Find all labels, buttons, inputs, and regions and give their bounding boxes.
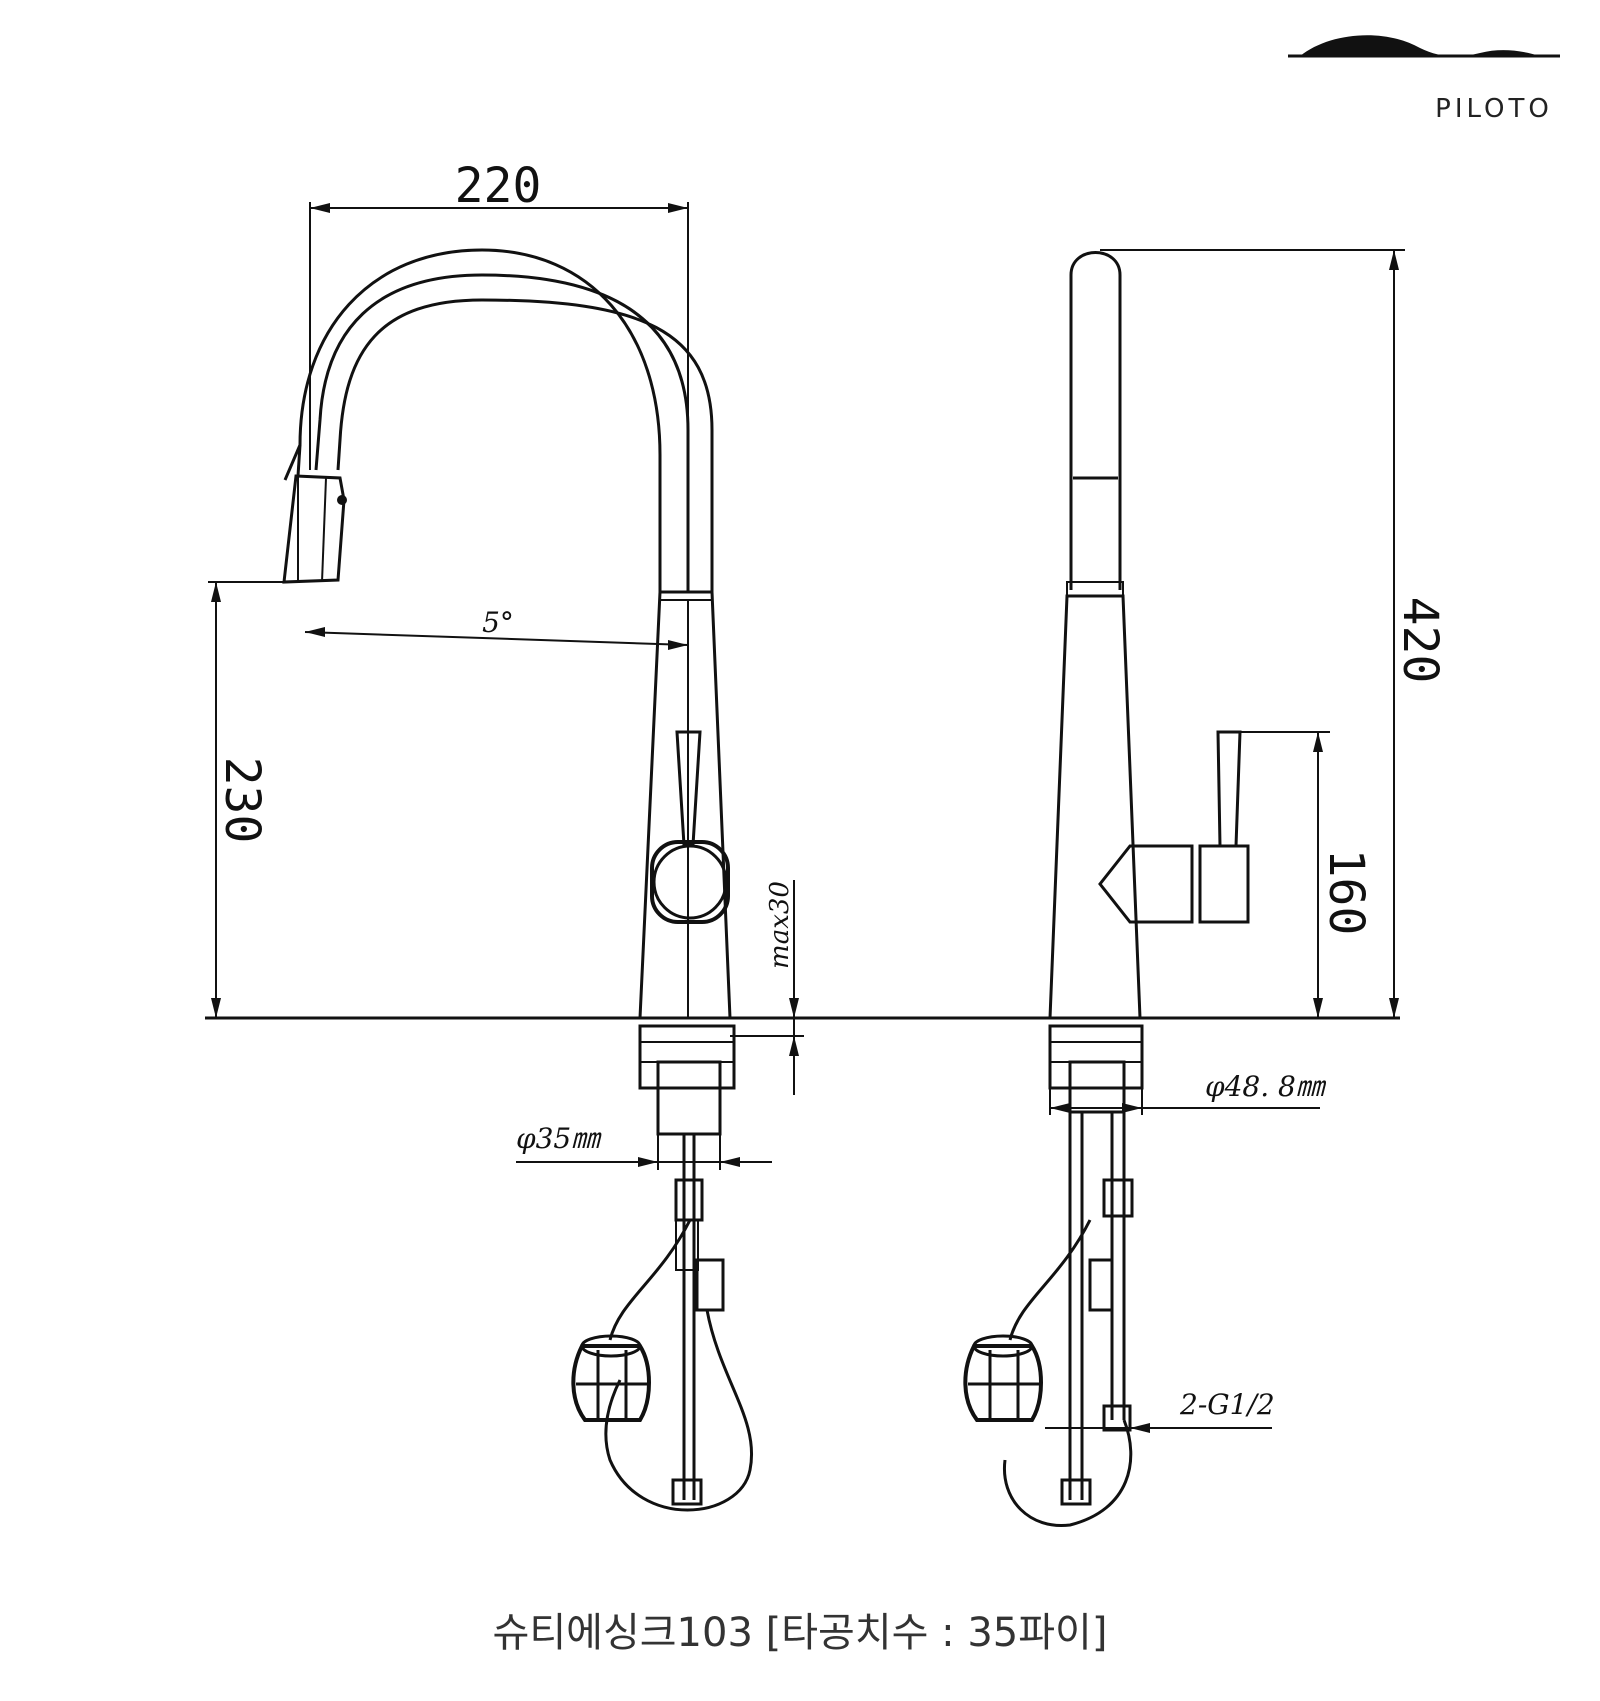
dimension-total-height: 420 bbox=[1100, 249, 1448, 1018]
dimension-outlet-height: 230 bbox=[208, 581, 300, 1018]
left-faucet-front-view bbox=[282, 248, 753, 1512]
right-counterweight-icon bbox=[963, 1334, 1043, 1422]
right-faucet-side-view bbox=[963, 251, 1250, 1528]
dim-max-deck-label: max30 bbox=[765, 881, 795, 969]
dimension-spout-angle: 5° bbox=[304, 606, 689, 650]
dim-total-height-label: 420 bbox=[1392, 597, 1448, 684]
dim-outlet-height-label: 230 bbox=[214, 757, 270, 844]
dimension-handle-height: 160 bbox=[1240, 731, 1374, 1018]
brand-name: PILOTO bbox=[1435, 94, 1553, 124]
dim-handle-height-label: 160 bbox=[1318, 849, 1374, 936]
piloto-logo-icon bbox=[1288, 35, 1560, 58]
dim-base-diameter-label: φ48. 8㎜ bbox=[1205, 1070, 1327, 1103]
product-caption: 슈티에싱크103 [타공치수 : 35파이] bbox=[492, 1610, 1108, 1656]
dim-hose-thread-label: 2-G1/2 bbox=[1179, 1388, 1275, 1421]
dimension-max-deck: max30 bbox=[730, 880, 804, 1095]
dim-spout-reach-label: 220 bbox=[455, 158, 542, 214]
dimension-base-diameter: φ48. 8㎜ bbox=[1049, 1070, 1327, 1115]
dimension-spout-reach: 220 bbox=[309, 158, 689, 592]
dim-hole-diameter-label: φ35㎜ bbox=[516, 1122, 602, 1155]
left-counterweight-icon bbox=[571, 1334, 651, 1422]
dim-spout-angle-label: 5° bbox=[482, 606, 514, 639]
dimension-hole-diameter: φ35㎜ bbox=[516, 1122, 772, 1170]
dimension-hose-thread: 2-G1/2 bbox=[1045, 1388, 1275, 1433]
